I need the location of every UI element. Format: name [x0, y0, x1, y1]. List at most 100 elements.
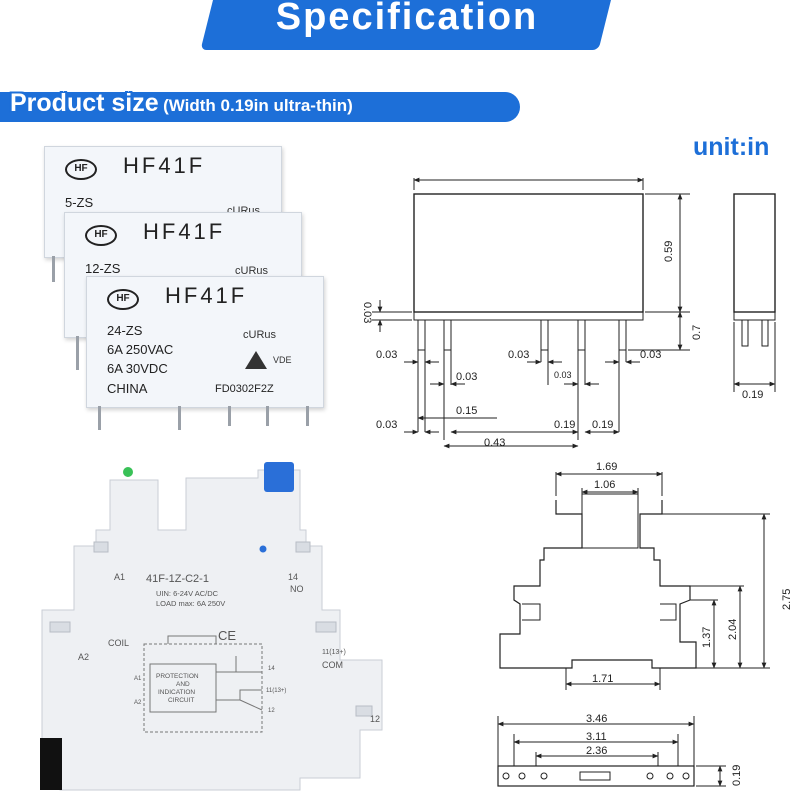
- label-12: 12: [370, 714, 380, 724]
- bottom-hole: [682, 772, 690, 780]
- circuit-14: 14: [268, 666, 275, 672]
- label-h: 0.19: [731, 765, 743, 786]
- relay-rating-dc: 6A 30VDC: [107, 361, 168, 376]
- label-pitch-019b: 0.19: [592, 419, 613, 431]
- label-base-width: 1.71: [592, 673, 613, 685]
- socket-outline: [499, 500, 697, 669]
- status-led: [123, 467, 133, 477]
- led-symbol: [167, 635, 217, 644]
- label-pitch-015: 0.15: [456, 405, 477, 417]
- section-header-bar: [0, 92, 520, 122]
- label-a2: A2: [78, 652, 89, 662]
- terminal-screw-a2[interactable]: [49, 621, 71, 633]
- label-lower-height: 1.37: [701, 627, 713, 648]
- relay-pin: [228, 406, 231, 426]
- relay-pin-2: [443, 319, 452, 351]
- bottom-hole: [502, 772, 510, 780]
- circuit-line-3: INDICATION: [158, 689, 195, 696]
- circuit-box: [143, 643, 263, 733]
- relay-origin: CHINA: [107, 381, 148, 396]
- socket-bottom-drawing: [497, 716, 726, 787]
- socket-uin: UIN: 6-24V AC/DC: [156, 589, 219, 598]
- socket-clamp-right: [660, 603, 677, 621]
- date-code: FD0302F2Z: [215, 383, 274, 395]
- blue-marker: [259, 545, 267, 553]
- vde-triangle-icon: [245, 351, 267, 369]
- label-gap-a: 0.03: [456, 371, 477, 383]
- label-pitch-019a: 0.19: [554, 419, 575, 431]
- din-latch[interactable]: [40, 738, 62, 790]
- relay-voltage: 24-ZS: [107, 323, 143, 338]
- label-com: COM: [322, 660, 343, 670]
- terminal-screw-12[interactable]: [355, 705, 373, 717]
- label-edge: 0.03: [376, 419, 397, 431]
- label-total: 0.43: [484, 437, 505, 449]
- relay-base-step: [413, 312, 644, 321]
- terminal-screw-14[interactable]: [295, 541, 311, 553]
- label-side-width: 0.19: [742, 389, 763, 401]
- label-top-width: 1.69: [596, 461, 617, 473]
- label-11: 11(13+): [322, 649, 346, 656]
- label-no: NO: [290, 584, 304, 594]
- side-body-outline: [733, 193, 776, 313]
- relay-voltage: 12-ZS: [85, 261, 121, 276]
- socket-model: 41F-1Z-C2-1: [146, 573, 209, 585]
- release-clip[interactable]: [264, 462, 294, 492]
- relay-pin: [178, 406, 181, 430]
- circuit-a1: A1: [134, 676, 142, 682]
- relay-rating-ac: 6A 250VAC: [107, 342, 174, 357]
- circuit-line-2: AND: [176, 681, 190, 688]
- section-title-note: (Width 0.19in ultra-thin): [163, 96, 353, 115]
- terminal-screw-11[interactable]: [315, 621, 337, 633]
- circuit-12: 12: [268, 708, 275, 714]
- socket-relay-bay: [581, 493, 639, 549]
- section-title: Product size (Width 0.19in ultra-thin): [10, 89, 353, 118]
- socket-side-labels: 1.69 1.06 2.75 2.04 1.37 1.71: [592, 461, 793, 685]
- hf-logo: HF: [107, 289, 139, 310]
- label-gap-left: 0.03: [376, 349, 397, 361]
- label-w3: 2.36: [586, 745, 607, 757]
- relay-pin: [52, 256, 55, 282]
- socket-side-drawing: [499, 471, 770, 690]
- page-title: Specification: [275, 0, 539, 38]
- unit-label: unit:in: [693, 133, 770, 161]
- bottom-outline: [497, 765, 695, 787]
- relay-body-outline: [413, 193, 644, 313]
- label-mid-height: 2.04: [727, 619, 739, 640]
- relay-model: HF41F: [123, 153, 206, 178]
- label-overall-height: 2.75: [781, 589, 793, 610]
- label-inner-width: 1.06: [594, 479, 615, 491]
- relay-voltage: 5-ZS: [65, 195, 94, 210]
- hf-logo: HF: [65, 159, 97, 180]
- bottom-hole: [666, 772, 674, 780]
- relay-pin: [306, 406, 309, 426]
- circuit-a2: A2: [134, 700, 142, 706]
- label-14: 14: [288, 572, 298, 582]
- socket-labels: 41F-1Z-C2-1 UIN: 6-24V AC/DC LOAD max: 6…: [78, 572, 380, 724]
- label-coil: COIL: [108, 638, 129, 648]
- label-offset: 0.03: [361, 302, 373, 323]
- label-gap-right: 0.03: [640, 349, 661, 361]
- relay-pin-3: [540, 319, 549, 351]
- label-a1: A1: [114, 572, 125, 582]
- label-pin-length: 0.7: [691, 325, 703, 340]
- protection-block: [149, 663, 217, 713]
- ul-mark: cURus: [243, 329, 277, 341]
- relay-pin: [76, 336, 79, 370]
- relay-pin: [98, 406, 101, 430]
- ce-mark: CE: [218, 628, 236, 643]
- bottom-labels: 3.46 3.11 2.36 0.19: [586, 713, 743, 786]
- section-title-main: Product size: [10, 89, 159, 117]
- label-gap-mid: 0.03: [508, 349, 529, 361]
- terminal-screw-a1[interactable]: [93, 541, 109, 553]
- bottom-slot: [579, 771, 611, 781]
- label-height: 0.59: [663, 241, 675, 262]
- socket-load: LOAD max: 6A 250V: [156, 599, 225, 608]
- relay-pin-1: [417, 319, 426, 351]
- relay-pin-5: [618, 319, 627, 351]
- side-pin: [741, 319, 749, 347]
- relay-card-24: HF HF41F 24-ZS 6A 250VAC 6A 30VDC CHINA …: [86, 276, 324, 408]
- relay-side-drawing: [733, 193, 776, 392]
- side-base: [733, 312, 776, 321]
